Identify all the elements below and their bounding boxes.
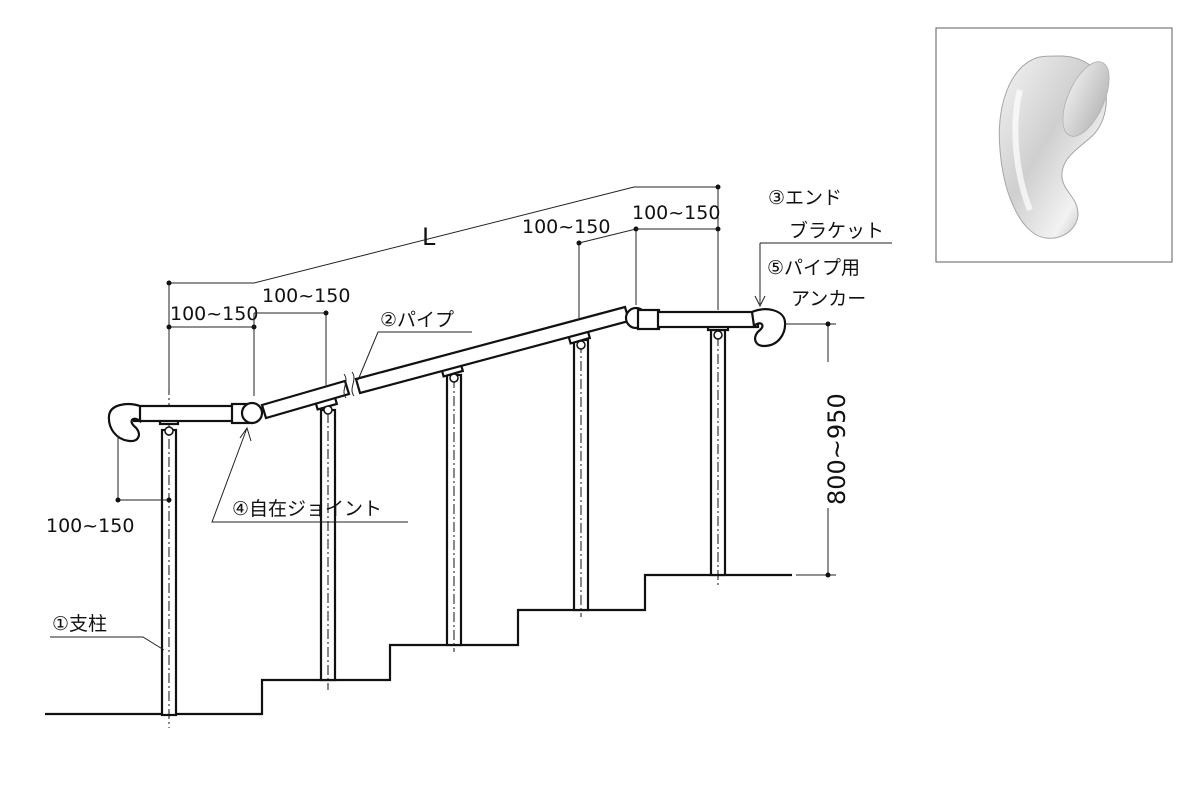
label-post-text: ①支柱	[52, 613, 107, 635]
dim-label-lower-left: 100~150	[170, 303, 258, 325]
post-5	[706, 300, 730, 585]
joint-left	[240, 401, 264, 425]
dimension-lower-left: 100~150	[166, 300, 258, 396]
end-bracket-icon	[998, 55, 1110, 239]
end-bracket-left	[107, 403, 142, 443]
label-pipe-anchor-line1: ⑤パイプ用	[767, 257, 860, 279]
rail-lower	[132, 402, 254, 425]
post-3	[438, 355, 465, 652]
dim-label-rail-height: 800~950	[823, 393, 851, 505]
dim-label-right-end: 100~150	[632, 202, 720, 224]
dimension-end-offset: 100~150	[46, 436, 172, 537]
post-4	[565, 322, 592, 617]
label-post: ①支柱	[50, 613, 165, 651]
post-2	[312, 388, 339, 690]
label-end-bracket-line2: ブラケット	[789, 219, 884, 242]
dimension-rail-height: 800~950	[785, 321, 851, 578]
end-bracket-right	[750, 308, 787, 348]
dimension-upper-right: 100~150	[522, 216, 639, 318]
label-end-bracket-line1: ③エンド	[768, 187, 842, 209]
label-joint: ④自在ジョイント	[211, 426, 408, 523]
label-pipe-anchor-line2: アンカー	[791, 288, 866, 310]
stair-outline	[45, 573, 792, 716]
dim-label-L: L	[422, 223, 436, 251]
post-1	[158, 385, 180, 728]
dim-label-upper-right: 100~150	[522, 216, 610, 238]
dimension-overall-length: L	[166, 184, 721, 310]
label-end-bracket: ③エンド ブラケット ⑤パイプ用 アンカー	[754, 187, 892, 310]
dimension-upper-left: 100~150	[253, 285, 350, 385]
dim-label-end-offset: 100~150	[46, 515, 134, 537]
end-bracket-photo	[935, 27, 1173, 263]
label-pipe-text: ②パイプ	[380, 309, 454, 331]
dimension-right-end: 100~150	[632, 202, 721, 232]
dim-label-upper-left: 100~150	[262, 285, 350, 307]
rail-upper	[636, 308, 760, 331]
label-joint-text: ④自在ジョイント	[232, 498, 382, 520]
label-pipe: ②パイプ	[357, 309, 472, 381]
